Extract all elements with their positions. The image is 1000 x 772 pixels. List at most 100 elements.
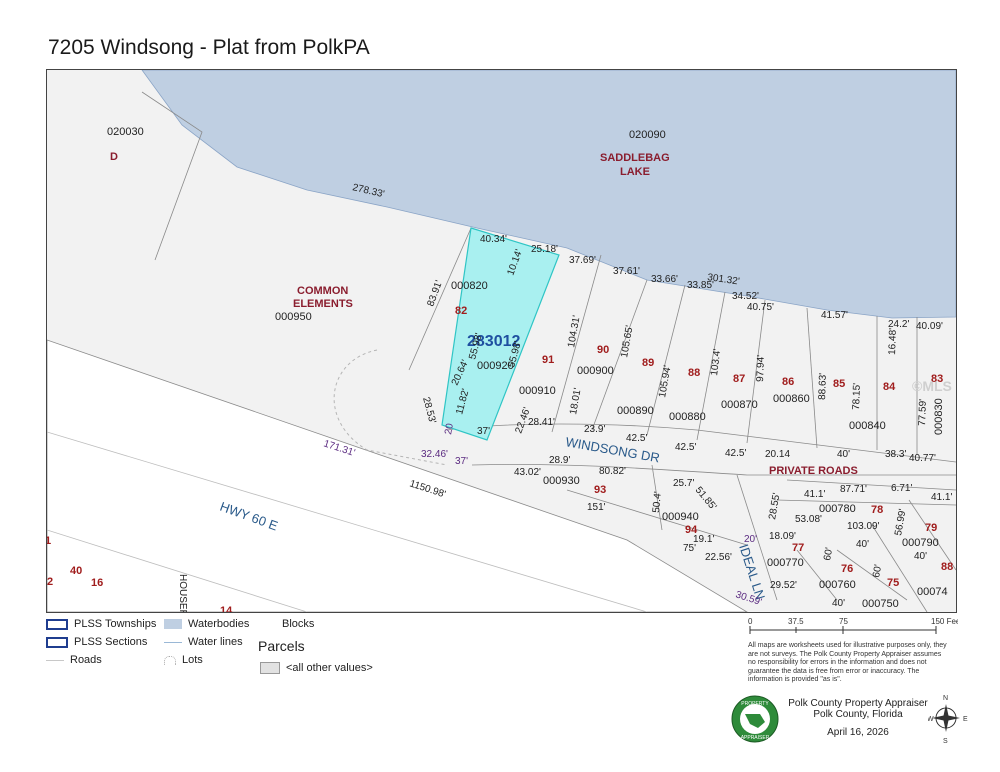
common-elements-1: COMMON xyxy=(297,285,348,297)
legend-water: Waterbodies xyxy=(164,618,249,630)
map-canvas[interactable]: 020090 SADDLEBAG LAKE 020030 D COMMON EL… xyxy=(46,69,957,613)
footer-organization: Polk County Property Appraiser Polk Coun… xyxy=(788,698,928,720)
dimension-label: 40' xyxy=(837,449,850,460)
dimension-label: 41.57' xyxy=(821,310,848,321)
dimension-label: 77.59' xyxy=(917,399,929,426)
lot-number: 79 xyxy=(925,522,937,534)
dimension-label: 20.14 xyxy=(765,449,790,460)
dimension-label: 28.53' xyxy=(420,396,438,425)
dimension-label: 20 xyxy=(443,422,456,435)
parcel-id: 000940 xyxy=(662,511,699,523)
dimension-label: 37' xyxy=(455,456,468,467)
lot-number: 85 xyxy=(833,378,845,390)
legend-other: <all other values> xyxy=(260,662,373,674)
dimension-label: 40' xyxy=(856,539,869,550)
lot-number: 2 xyxy=(47,576,53,588)
dimension-label: 60' xyxy=(822,547,835,562)
property-appraiser-logo: PROPERTY APPRAISER xyxy=(730,694,780,744)
dimension-label: 22.56' xyxy=(705,552,732,563)
dimension-label: 40' xyxy=(914,551,927,562)
dimension-label: 16.48' xyxy=(887,328,899,355)
dimension-label: 87.71' xyxy=(840,484,867,495)
dimension-label: 42.5' xyxy=(675,442,696,453)
dimension-label: 42.5' xyxy=(725,448,746,459)
subject-parcel-id: 000920 xyxy=(477,360,514,372)
lot-swatch xyxy=(164,655,176,665)
legend-sec: PLSS Sections xyxy=(46,636,147,648)
dimension-label: 40.34' xyxy=(480,234,507,245)
dimension-label: 28.41' xyxy=(528,417,555,428)
dimension-label: 23.9' xyxy=(584,424,605,435)
parcel-id: 000840 xyxy=(849,420,886,432)
compass-rose-icon: N S E W xyxy=(927,692,972,745)
parcel-id: 000760 xyxy=(819,579,856,591)
dimension-label: 19.1' xyxy=(693,534,714,545)
dimension-label: 88.63' xyxy=(817,373,829,400)
legend-waterlines: Water lines xyxy=(164,636,243,648)
subject-parcel[interactable] xyxy=(441,227,560,441)
dimension-label: 18.09' xyxy=(769,531,796,542)
legend-lots: Lots xyxy=(164,654,203,666)
dimension-label: 33.85' xyxy=(687,280,714,291)
dimension-label: 28.55' xyxy=(767,492,783,521)
saddlebag-lake xyxy=(141,70,956,319)
dimension-label: 42.5' xyxy=(626,433,647,444)
lot-number: 1 xyxy=(47,535,51,547)
dimension-label: 56.99' xyxy=(893,508,909,537)
parcel-id: 000910 xyxy=(519,385,556,397)
dimension-label: 6.71' xyxy=(891,483,912,494)
parcel-id: 000930 xyxy=(543,475,580,487)
svg-text:W: W xyxy=(928,716,934,723)
common-elements-2: ELEMENTS xyxy=(293,298,353,310)
lake-name-1: SADDLEBAG xyxy=(600,152,670,164)
svg-text:E: E xyxy=(963,716,968,723)
dimension-label: 37' xyxy=(477,426,490,437)
legend-twp: PLSS Townships xyxy=(46,618,156,630)
water-swatch xyxy=(164,619,182,629)
svg-text:150 Feet: 150 Feet xyxy=(931,617,958,626)
dimension-label: 105.94' xyxy=(657,365,673,399)
lot-number: 84 xyxy=(883,381,896,393)
svg-text:PROPERTY: PROPERTY xyxy=(741,701,769,707)
dimension-label: 33.66' xyxy=(651,274,678,285)
legend-blocks: Blocks xyxy=(282,618,315,630)
dimension-label: 53.08' xyxy=(795,514,822,525)
dimension-label: 37.61' xyxy=(613,266,640,277)
footer-date: April 16, 2026 xyxy=(827,727,889,738)
dimension-label: 41.1' xyxy=(804,489,825,500)
dimension-label: 32.46' xyxy=(421,449,448,460)
parcel-id: 000750 xyxy=(862,598,899,610)
twp-swatch xyxy=(46,618,68,630)
legend: PLSS Townships PLSS Sections Roads Water… xyxy=(46,616,466,686)
svg-text:N: N xyxy=(943,695,948,702)
dimension-label: 51.85' xyxy=(693,485,719,513)
lot-number: 76 xyxy=(841,563,853,575)
lot-number: 89 xyxy=(642,357,654,369)
lot-number: 75 xyxy=(887,577,899,589)
dimension-label: 18.01' xyxy=(568,387,584,416)
svg-text:APPRAISER: APPRAISER xyxy=(741,735,770,741)
dimension-label: 40.77' xyxy=(909,453,936,464)
lot-number: 82 xyxy=(455,305,467,317)
parcel-id: 000830 xyxy=(933,398,945,435)
parcel-id: 00074 xyxy=(917,586,948,598)
dimension-label: 301.32' xyxy=(707,272,741,287)
lot-number: 78 xyxy=(871,504,883,516)
lot-number: 90 xyxy=(597,344,609,356)
dimension-label: 103.09' xyxy=(847,521,880,532)
dimension-label: 20' xyxy=(744,534,757,545)
dimension-label: 25.7' xyxy=(673,478,694,489)
dimension-label: 75' xyxy=(683,543,696,554)
svg-text:37.5: 37.5 xyxy=(788,617,804,626)
lot-number: 86 xyxy=(782,376,794,388)
section-number: 16 xyxy=(91,577,103,589)
dimension-label: 25.18' xyxy=(531,244,558,255)
dimension-label: 24.2' xyxy=(888,319,909,330)
dimension-label: 60' xyxy=(871,564,884,579)
dimension-label: 43.02' xyxy=(514,467,541,478)
subject-code: 283012 xyxy=(467,333,520,350)
block-d-parcel-id: 020030 xyxy=(107,126,144,138)
dimension-label: 41.1' xyxy=(931,492,952,503)
dimension-label: 105.65' xyxy=(619,325,635,359)
lot-number: 87 xyxy=(733,373,745,385)
